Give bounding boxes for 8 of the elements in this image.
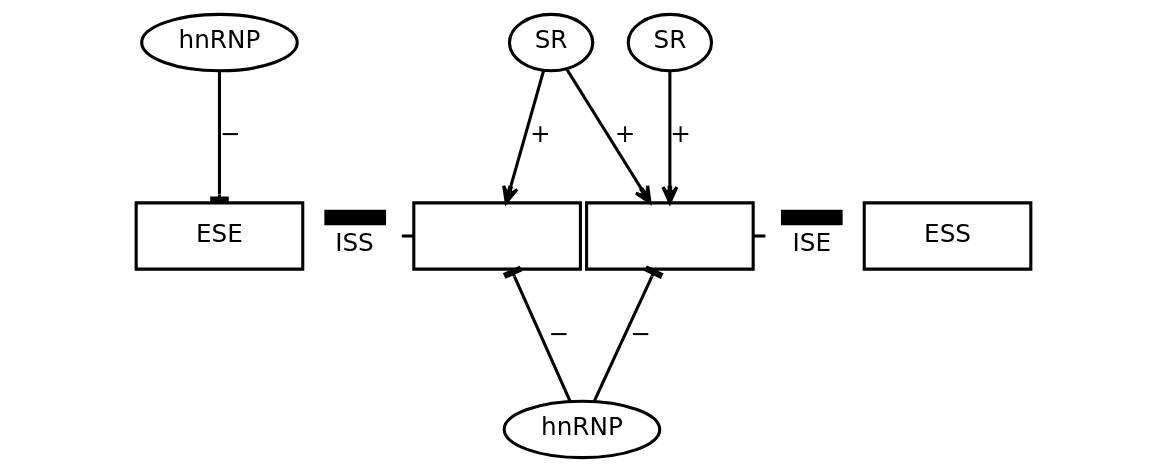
node-label: ISS	[335, 228, 374, 258]
edge-label: +	[529, 118, 551, 148]
edge-label: +	[614, 118, 636, 148]
edge-label: +	[670, 118, 692, 148]
node-label: ISE	[792, 228, 832, 258]
edge-label: −	[219, 118, 241, 148]
edge-label: −	[630, 319, 651, 349]
edge-label: −	[548, 319, 570, 349]
